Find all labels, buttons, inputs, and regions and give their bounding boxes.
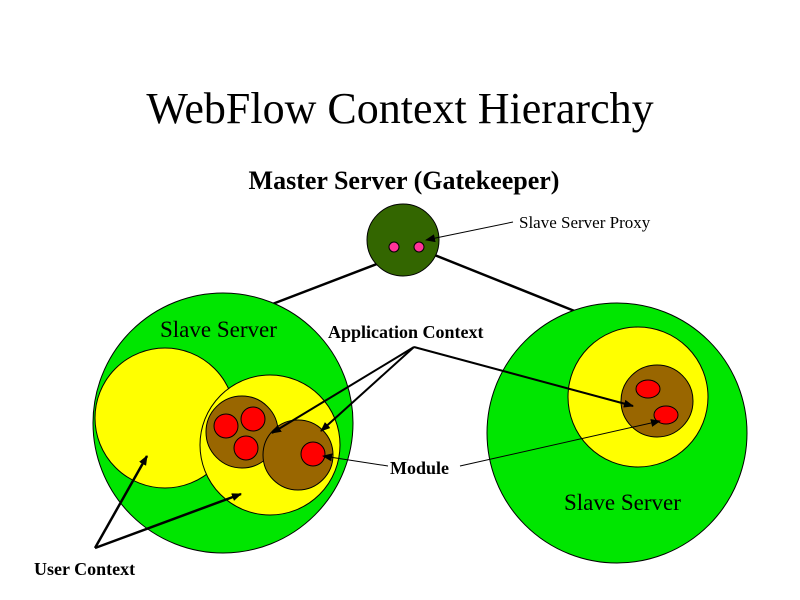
application-context-b xyxy=(262,419,334,491)
module-right-1 xyxy=(635,379,661,399)
user-context-arrow-1 xyxy=(93,455,149,549)
user-context-arrow-2 xyxy=(94,492,242,550)
slave-server-left-label: Slave Server xyxy=(160,317,277,342)
user-context-label: User Context xyxy=(34,559,135,579)
module-pointer-line-right xyxy=(459,419,661,467)
slave-server-right xyxy=(486,302,748,564)
master-to-right-slave-line xyxy=(431,252,583,316)
application-context-right xyxy=(620,364,694,438)
master-server-node xyxy=(366,203,440,277)
module-b1 xyxy=(300,441,326,467)
application-context-label: Application Context xyxy=(328,322,484,342)
app-context-arrow-3 xyxy=(413,346,634,408)
module-a2 xyxy=(240,406,266,432)
master-server-label: Master Server (Gatekeeper) xyxy=(249,166,560,195)
module-a1 xyxy=(213,413,239,439)
slave-server-proxy-label: Slave Server Proxy xyxy=(519,213,651,232)
proxy-dot-right xyxy=(413,241,425,253)
module-pointer-line-left xyxy=(322,453,389,467)
app-context-arrow-2 xyxy=(320,346,415,432)
page-title: WebFlow Context Hierarchy xyxy=(146,84,653,133)
master-to-left-slave-line xyxy=(261,260,383,310)
module-a3 xyxy=(233,435,259,461)
slave-server-right-label: Slave Server xyxy=(564,490,681,515)
app-context-arrow-1 xyxy=(271,346,415,434)
proxy-dot-left xyxy=(388,241,400,253)
module-label: Module xyxy=(390,458,449,478)
proxy-pointer-line xyxy=(425,221,514,243)
slave-server-left xyxy=(92,292,354,554)
